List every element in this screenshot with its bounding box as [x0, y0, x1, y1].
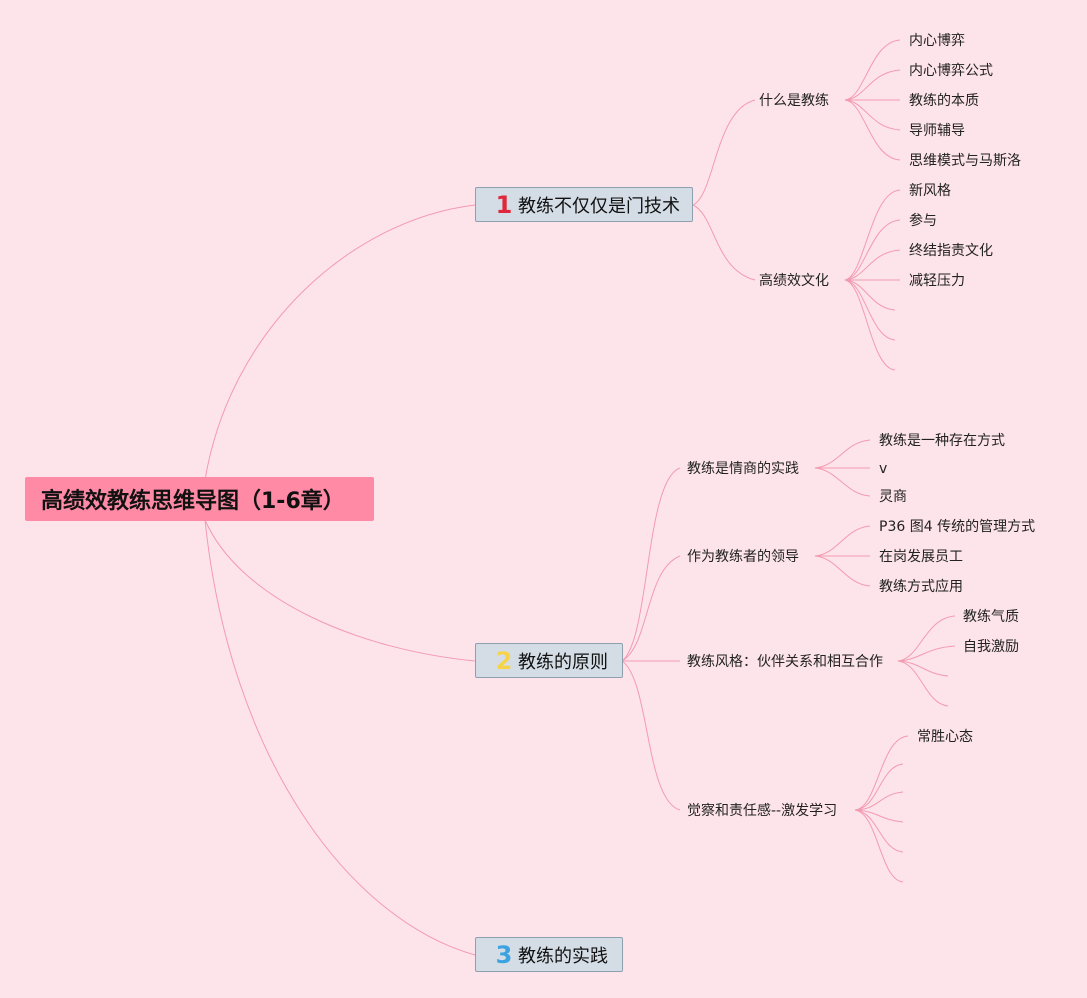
subtopic-eq-practice[interactable]: 教练是情商的实践 — [687, 461, 799, 477]
connector-line — [854, 809, 904, 883]
leaf-topic[interactable]: 自我激励 — [963, 639, 1019, 655]
connector-line — [844, 279, 896, 311]
connector-line — [814, 555, 871, 587]
root-title: 高绩效教练思维导图（1-6章） — [41, 489, 345, 514]
leaf-topic[interactable]: 常胜心态 — [917, 729, 973, 745]
connector-root-branch-3 — [204, 519, 476, 956]
leaf-topic[interactable]: 教练是一种存在方式 — [879, 433, 1005, 449]
connector-line — [897, 660, 949, 707]
connector-b2-leader — [621, 555, 681, 662]
connector-b1-what-is-coaching — [692, 99, 756, 206]
subtopic-awareness-responsibility[interactable]: 觉察和责任感--激发学习 — [687, 803, 838, 819]
connector-line — [844, 279, 896, 371]
leaf-topic[interactable]: P36 图4 传统的管理方式 — [879, 519, 1036, 535]
leaf-topic[interactable]: 新风格 — [909, 183, 951, 199]
branch-3-label: 教练的实践 — [518, 945, 608, 967]
connector-line — [854, 735, 909, 811]
connector-line — [844, 99, 901, 131]
connector-line — [844, 279, 896, 341]
branch-1-label: 教练不仅仅是门技术 — [518, 195, 680, 217]
subtopic-coaching-style[interactable]: 教练风格：伙伴关系和相互合作 — [687, 654, 883, 670]
connector-line — [814, 525, 871, 557]
connector-line — [844, 69, 901, 101]
leaf-topic[interactable]: 在岗发展员工 — [879, 549, 963, 565]
number-1-icon: 1 — [495, 190, 513, 219]
connector-line — [897, 645, 956, 662]
subtopic-what-is-coaching[interactable]: 什么是教练 — [759, 93, 829, 109]
connector-root-branch-1 — [204, 204, 476, 481]
leaf-topic[interactable]: 导师辅导 — [909, 123, 965, 139]
connector-root-branch-2 — [204, 519, 476, 662]
connector-line — [844, 249, 901, 281]
branch-2-label: 教练的原则 — [518, 651, 608, 673]
leaf-topic[interactable]: 减轻压力 — [909, 273, 965, 289]
connector-line — [844, 39, 901, 101]
leaf-topic[interactable]: 教练方式应用 — [879, 579, 963, 595]
connector-line — [854, 791, 904, 811]
leaf-topic[interactable]: 内心博弈公式 — [909, 63, 993, 79]
connector-line — [844, 189, 901, 281]
connector-line — [844, 99, 901, 161]
connector-b1-high-perf-culture — [692, 204, 756, 281]
branch-2[interactable]: 2 教练的原则 — [475, 643, 623, 678]
connector-line — [897, 660, 949, 677]
connector-line — [854, 763, 904, 811]
branch-1[interactable]: 1 教练不仅仅是门技术 — [475, 187, 693, 222]
leaf-topic[interactable]: 教练的本质 — [909, 93, 979, 109]
connector-line — [854, 809, 904, 853]
connector-b2-awareness — [621, 660, 681, 811]
number-2-icon: 2 — [495, 646, 513, 675]
leaf-topic[interactable]: 教练气质 — [963, 609, 1019, 625]
leaf-topic[interactable]: 终结指责文化 — [909, 243, 993, 259]
branch-3[interactable]: 3 教练的实践 — [475, 937, 623, 972]
connector-line — [814, 439, 871, 469]
connector-line — [814, 467, 871, 497]
leaf-topic[interactable]: 参与 — [909, 213, 937, 229]
leaf-topic[interactable]: 思维模式与马斯洛 — [909, 153, 1021, 169]
connector-line — [854, 809, 904, 823]
connector-line — [897, 615, 956, 662]
subtopic-high-performance-culture[interactable]: 高绩效文化 — [759, 273, 829, 289]
leaf-topic[interactable]: 灵商 — [879, 489, 907, 505]
connector-line — [844, 219, 901, 281]
leaf-topic[interactable]: 内心博弈 — [909, 33, 965, 49]
number-3-icon: 3 — [495, 940, 513, 969]
connector-b2-eq — [621, 467, 681, 662]
subtopic-leader-as-coach[interactable]: 作为教练者的领导 — [687, 549, 799, 565]
leaf-topic[interactable]: v — [879, 461, 888, 477]
root-topic[interactable]: 高绩效教练思维导图（1-6章） — [25, 477, 374, 521]
